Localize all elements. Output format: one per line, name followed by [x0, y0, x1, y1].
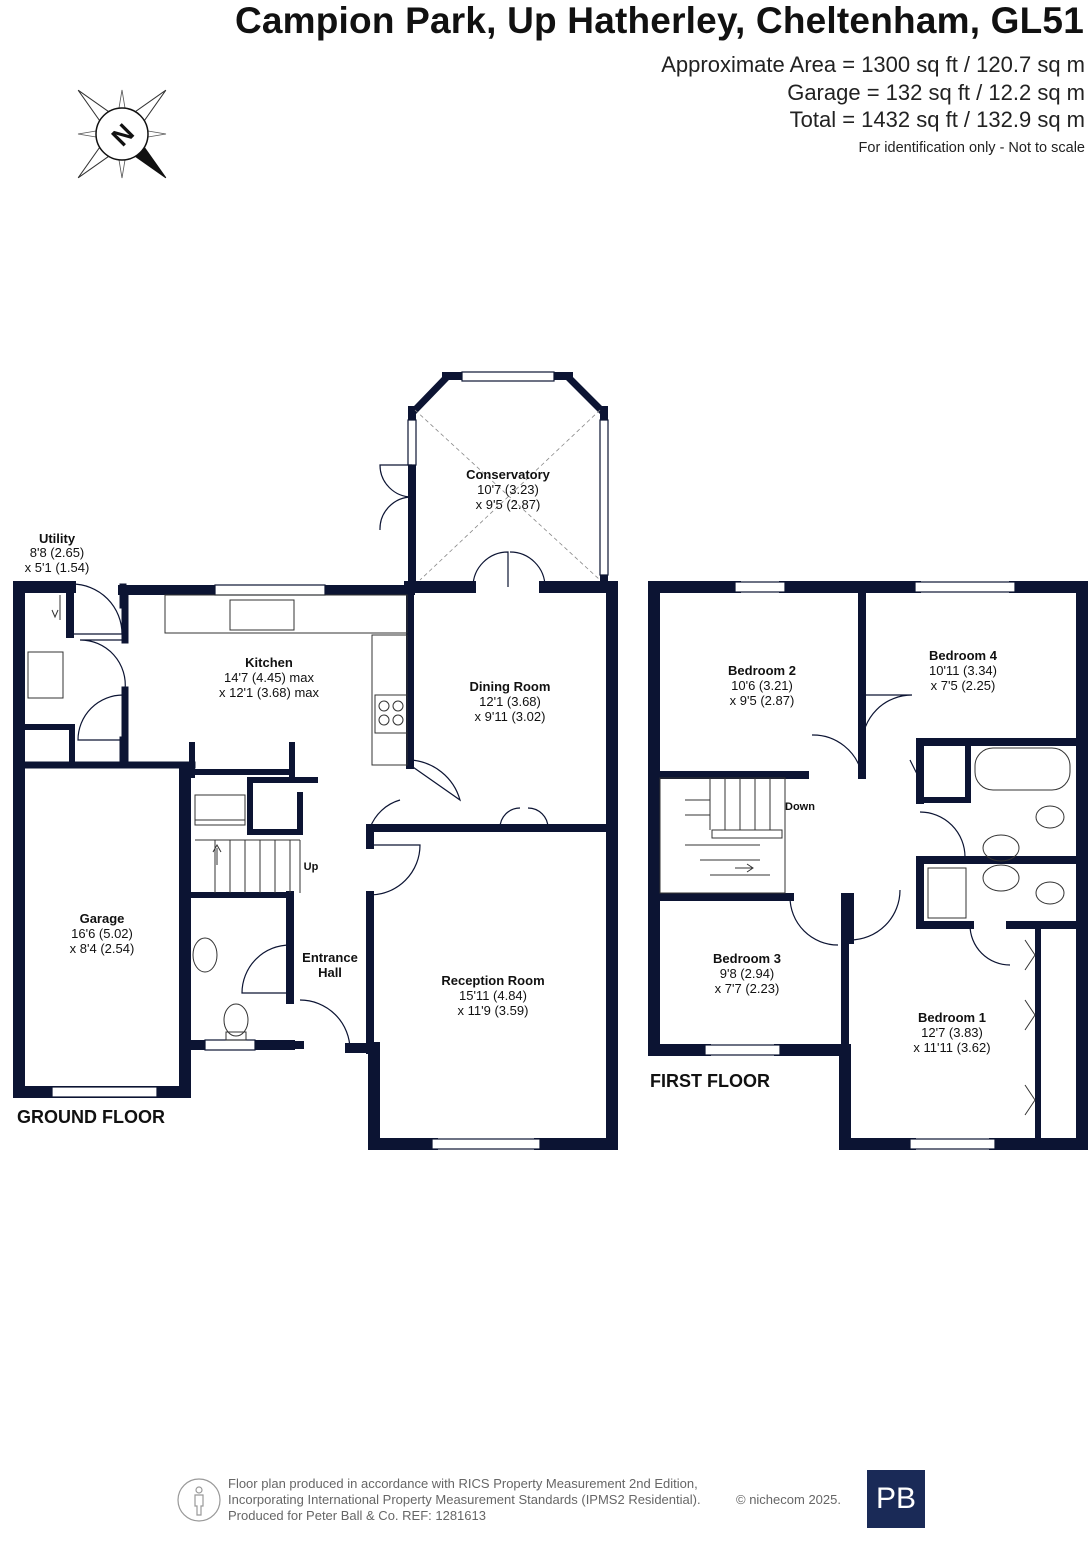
garage-area: Garage = 132 sq ft / 12.2 sq m [787, 79, 1085, 105]
pb-logo: PB [867, 1470, 925, 1528]
utility-dim1: 8'8 (2.65) [30, 545, 85, 560]
hall-label-2: Hall [318, 965, 342, 980]
first-floor-labels: Bedroom 2 10'6 (3.21) x 9'5 (2.87) Bedro… [713, 648, 998, 1055]
arrow-down-icon [51, 609, 59, 619]
basin-icon-ensuite [982, 864, 1020, 892]
garage-label: Garage [80, 911, 125, 926]
kitchen-side-counter [371, 634, 408, 766]
up-arrow-icon [212, 843, 222, 865]
hall-label-1: Entrance [302, 950, 358, 965]
hob-icon [374, 694, 408, 734]
shower-icon [927, 867, 967, 919]
utility-dim2: x 5'1 (1.54) [25, 560, 90, 575]
copyright-text: © nichecom 2025. [736, 1492, 841, 1507]
utility-sink-icon [27, 651, 64, 699]
footer-line-2: Incorporating International Property Mea… [228, 1492, 701, 1507]
total-area: Total = 1432 sq ft / 132.9 sq m [789, 107, 1085, 132]
conservatory-dim2: x 9'5 (2.87) [476, 497, 541, 512]
walls [13, 372, 1088, 1150]
bedroom1-dim1: 12'7 (3.83) [921, 1025, 983, 1040]
reception-label: Reception Room [441, 973, 544, 988]
stairs-down-label: Down [785, 801, 815, 813]
stair-treads [214, 840, 291, 893]
footer-text: Floor plan produced in accordance with R… [228, 1476, 701, 1524]
conservatory-dim1: 10'7 (3.23) [477, 482, 539, 497]
garage-dim1: 16'6 (5.02) [71, 926, 133, 941]
kitchen-dim1: 14'7 (4.45) max [224, 670, 314, 685]
dining-dim2: x 9'11 (3.02) [475, 709, 546, 724]
toilet-icon [223, 1003, 249, 1037]
page-title: Campion Park, Up Hatherley, Cheltenham, … [234, 0, 1084, 41]
first-floor-label: FIRST FLOOR [650, 1071, 770, 1091]
kitchen-dim2: x 12'1 (3.68) max [219, 685, 320, 700]
garage-dim2: x 8'4 (2.54) [70, 941, 135, 956]
wardrobe-doors [1024, 939, 1036, 1116]
bedroom2-dim1: 10'6 (3.21) [731, 678, 793, 693]
sink-icon [229, 599, 295, 631]
bedroom3-dim1: 9'8 (2.94) [720, 966, 775, 981]
bedroom1-dim2: x 11'11 (3.62) [913, 1040, 990, 1055]
bedroom3-dim2: x 7'7 (2.23) [715, 981, 780, 996]
stairs-up-label: Up [304, 861, 319, 873]
bedroom3-label: Bedroom 3 [713, 951, 781, 966]
rics-person-icon [177, 1478, 221, 1522]
door-swings [71, 464, 1011, 1051]
bedroom4-label: Bedroom 4 [929, 648, 998, 663]
approximate-area: Approximate Area = 1300 sq ft / 120.7 sq… [661, 52, 1085, 77]
bedroom4-dim2: x 7'5 (2.25) [931, 678, 996, 693]
kitchen-label: Kitchen [245, 655, 293, 670]
toilet-icon-ensuite [1035, 881, 1065, 905]
dining-dim1: 12'1 (3.68) [479, 694, 541, 709]
basin-icon [192, 937, 218, 973]
bedroom2-label: Bedroom 2 [728, 663, 796, 678]
reception-dim2: x 11'9 (3.59) [458, 1003, 529, 1018]
bedroom2-dim2: x 9'5 (2.87) [730, 693, 795, 708]
kitchen-counter [164, 594, 408, 634]
utility-label: Utility [39, 531, 76, 546]
down-arrow-icon [735, 863, 754, 873]
ground-floor-label: GROUND FLOOR [17, 1107, 165, 1127]
dining-label: Dining Room [470, 679, 551, 694]
footer-line-3: Produced for Peter Ball & Co. REF: 12816… [228, 1508, 486, 1523]
windows [51, 371, 1016, 1150]
conservatory-label: Conservatory [466, 467, 551, 482]
conservatory-roof-lines [414, 409, 601, 581]
fixtures [27, 594, 1071, 1116]
bath-icon [974, 747, 1071, 791]
bedroom1-label: Bedroom 1 [918, 1010, 986, 1025]
basin-icon-bath [982, 834, 1020, 862]
disclaimer-note: For identification only - Not to scale [858, 140, 1085, 156]
toilet-icon-bath [1035, 805, 1065, 829]
area-summary: Approximate Area = 1300 sq ft / 120.7 sq… [661, 51, 1085, 134]
ground-floor-labels: Utility 8'8 (2.65) x 5'1 (1.54) Kitchen … [25, 467, 551, 1018]
reception-dim1: 15'11 (4.84) [459, 988, 527, 1003]
north-compass-icon: N [77, 89, 167, 179]
footer-line-1: Floor plan produced in accordance with R… [228, 1476, 698, 1491]
bedroom4-dim1: 10'11 (3.34) [929, 663, 997, 678]
